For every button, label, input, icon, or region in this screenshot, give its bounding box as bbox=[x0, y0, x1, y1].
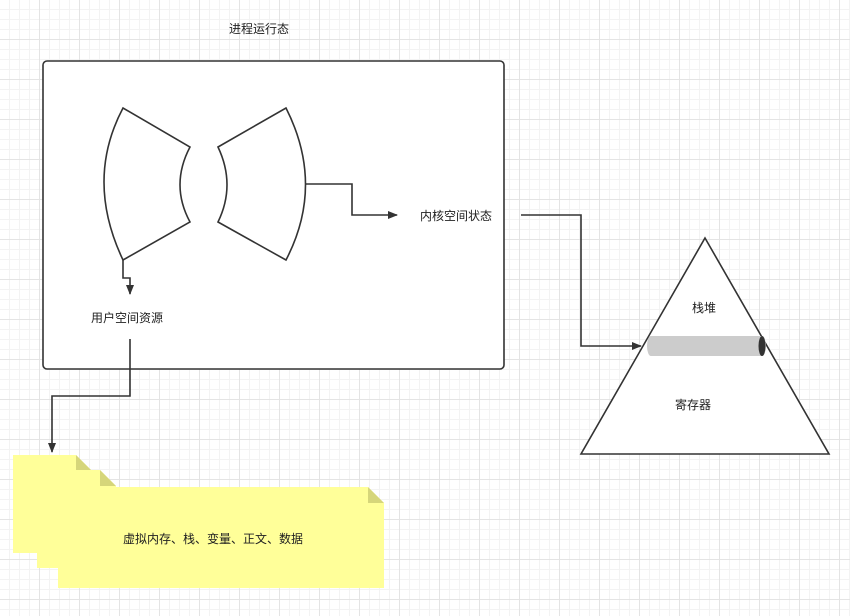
diagram-title: 进程运行态 bbox=[229, 22, 290, 36]
connector-user-space-to-notes[interactable] bbox=[48, 339, 131, 453]
connector-right-to-kernel-space[interactable] bbox=[306, 183, 398, 219]
connector-kernel-to-pyramid[interactable] bbox=[521, 214, 642, 350]
right-curved-shape[interactable] bbox=[216, 106, 307, 262]
user-space-label[interactable]: 用户空间资源 bbox=[91, 311, 164, 325]
note-stack[interactable] bbox=[13, 455, 384, 588]
connector-left-to-user-space[interactable] bbox=[122, 260, 134, 295]
note-front bbox=[58, 487, 384, 588]
pyramid-top-label: 栈堆 bbox=[692, 301, 717, 315]
kernel-space-label[interactable]: 内核空间状态 bbox=[420, 209, 493, 223]
note-text: 虚拟内存、栈、变量、正文、数据 bbox=[123, 532, 304, 546]
left-curved-shape[interactable] bbox=[103, 106, 192, 262]
cylinder-shape[interactable] bbox=[647, 336, 766, 356]
pyramid-bottom-label: 寄存器 bbox=[675, 398, 712, 412]
